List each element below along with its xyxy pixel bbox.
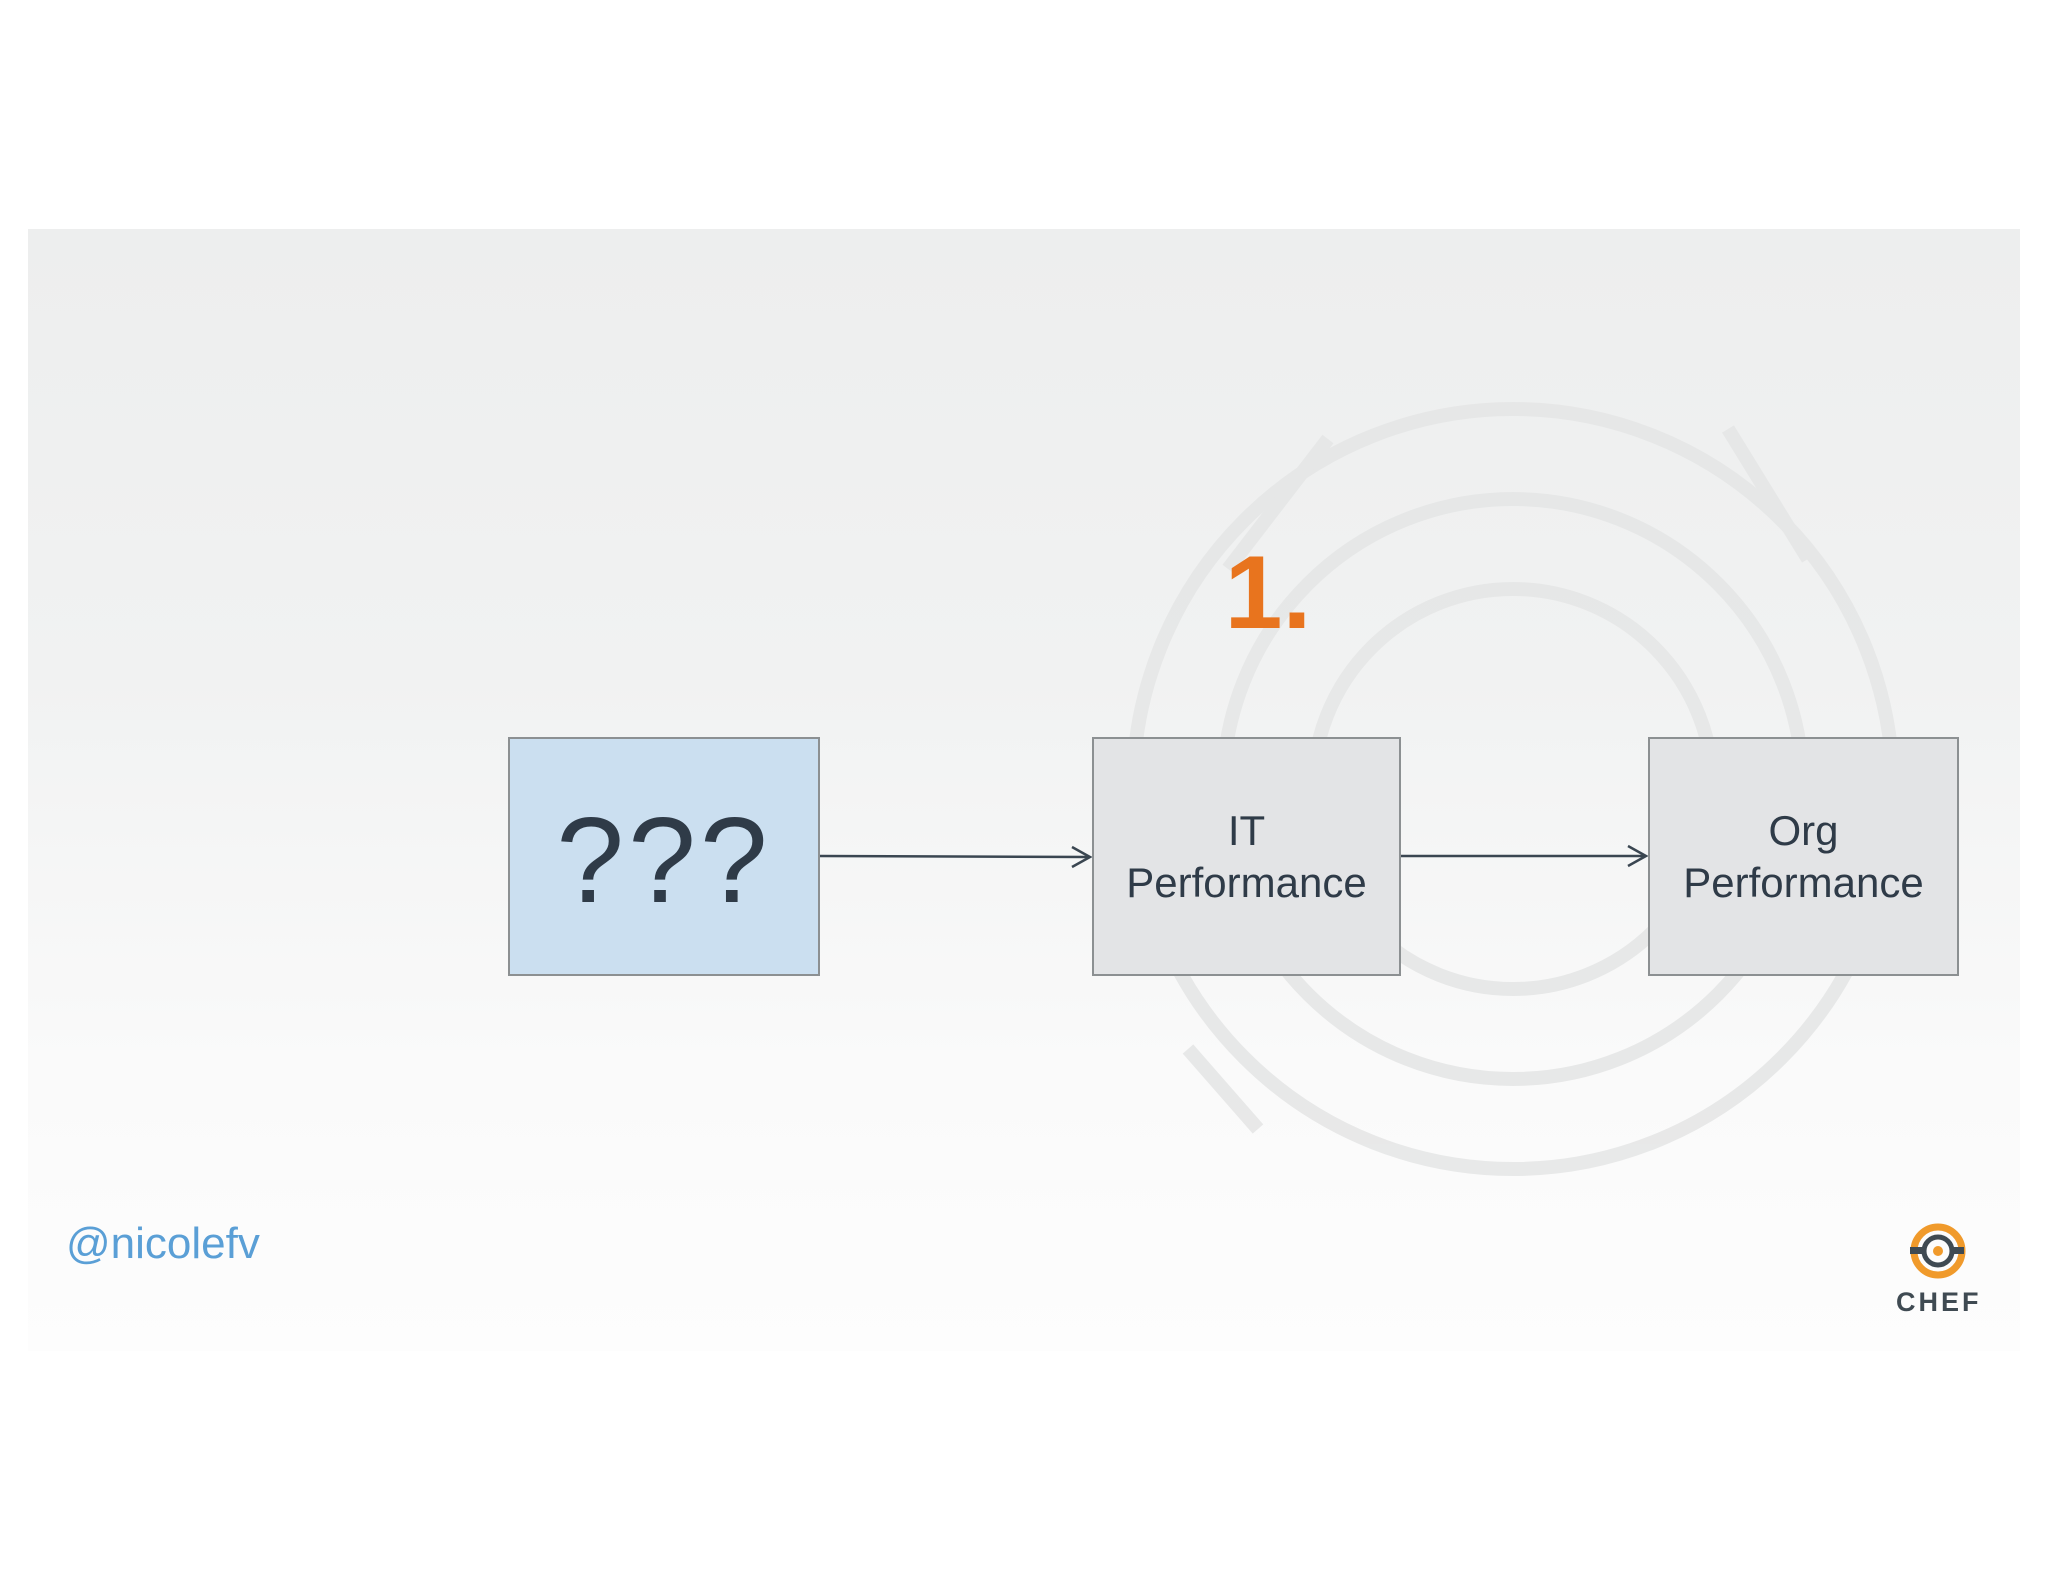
step-number: 1. [1224, 535, 1312, 651]
twitter-handle: @nicolefv [66, 1219, 260, 1268]
chef-logo-icon [1910, 1223, 1966, 1279]
arrow-unknown-to-it-head [1071, 845, 1093, 869]
flow-arrows [819, 844, 1649, 869]
arrow-it-to-org-head [1627, 844, 1649, 868]
org-performance-box: Org Performance [1648, 737, 1959, 976]
arrow-unknown-to-it [819, 854, 1091, 859]
unknown-factor-box: ??? [508, 737, 820, 976]
slide: 1. ??? IT Performance Org Performance @n… [28, 229, 2020, 1351]
chef-logo-text: CHEF [1896, 1287, 1982, 1317]
org-performance-label: Org Performance [1683, 806, 1924, 906]
unknown-factor-label: ??? [556, 791, 772, 928]
it-performance-label: IT Performance [1126, 806, 1367, 906]
it-performance-box: IT Performance [1092, 737, 1401, 976]
